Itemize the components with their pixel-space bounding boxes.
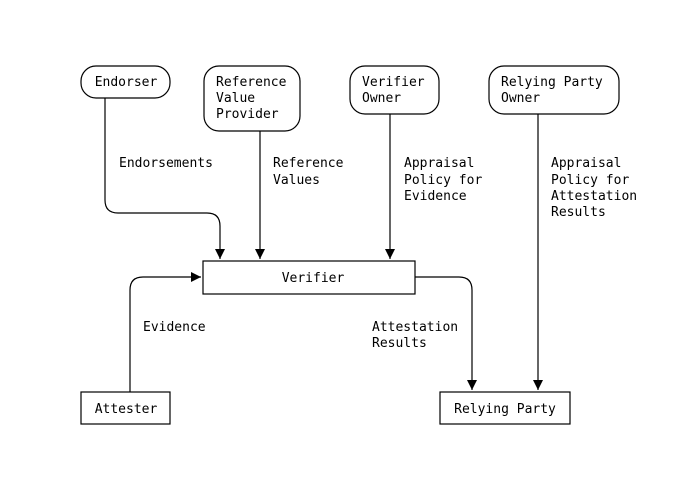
verifier-owner-label-line1: Verifier (362, 75, 425, 90)
endorsements-label: Endorsements (119, 156, 213, 171)
verifier-label: Verifier (282, 271, 345, 286)
svg-text:Relying Party: Relying Party (454, 402, 556, 417)
relying-party-owner-label-line1: Relying Party (501, 75, 603, 90)
verifier-owner-label-line2: Owner (362, 91, 401, 106)
svg-text:Reference Value Pr: Reference Value Provider (216, 75, 294, 122)
attestation-results-label: Attestation Results (372, 320, 466, 351)
endorsements-arrow (104, 98, 225, 259)
reference-value-provider-label-line2: Value (216, 91, 255, 106)
endorser-node: Endorser (80, 65, 171, 99)
relying-party-owner-node: Relying Party Owner (488, 65, 620, 115)
attester-label: Attester (95, 402, 158, 417)
svg-text:Verifier Owner: Verifier Owner (362, 75, 432, 106)
relying-party-label: Relying Party (454, 402, 556, 417)
svg-text:Verifier: Verifier (282, 271, 345, 286)
evidence-arrow (129, 272, 201, 392)
relying-party-node: Relying Party (439, 391, 571, 425)
reference-value-provider-label-line3: Provider (216, 107, 279, 122)
reference-value-provider-node: Reference Value Provider (203, 65, 301, 132)
attestation-results-arrow (415, 276, 477, 390)
svg-text:Endorser: Endorser (95, 75, 158, 90)
verifier-policy-label: Appraisal Policy for Evidence (404, 156, 490, 204)
svg-text:Relying Party Owner: Relying Party Owner (501, 75, 611, 106)
reference-value-provider-label-line1: Reference (216, 75, 287, 90)
relying-party-owner-label-line2: Owner (501, 91, 540, 106)
evidence-label: Evidence (143, 320, 206, 335)
reference-values-label: Reference Values (273, 156, 351, 188)
svg-text:Attester: Attester (95, 402, 158, 417)
attester-node: Attester (80, 391, 171, 425)
verifier-owner-node: Verifier Owner (349, 65, 440, 115)
endorser-label: Endorser (95, 75, 158, 90)
relying-party-policy-label: Appraisal Policy for Attestation Results (551, 156, 645, 220)
verifier-node: Verifier (202, 260, 416, 295)
